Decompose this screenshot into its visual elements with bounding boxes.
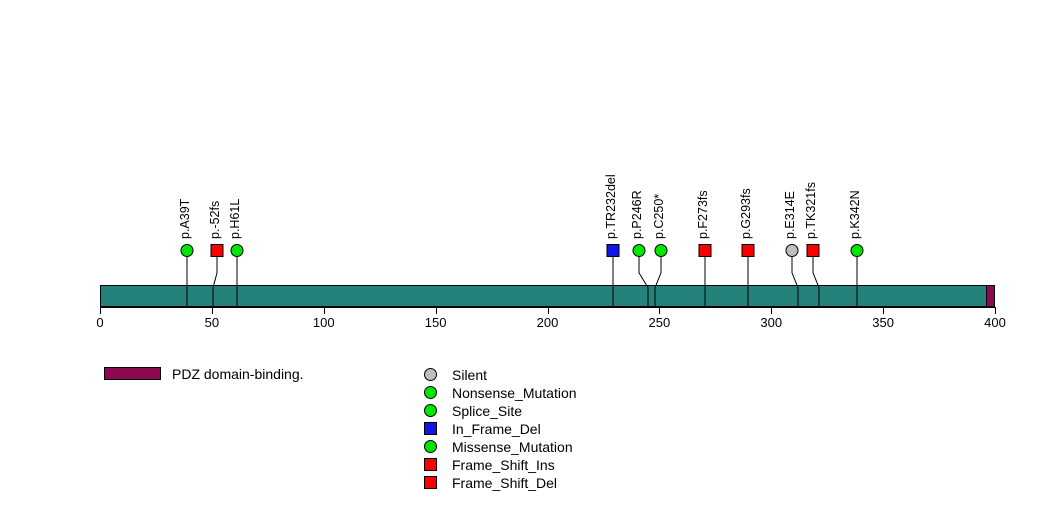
mutation-label: p.F273fs	[696, 190, 710, 239]
axis-tick-label: 150	[424, 315, 447, 330]
mutation-legend-label: Frame_Shift_Del	[452, 475, 558, 491]
axis-tick	[547, 307, 549, 314]
mutation-label: p.K342N	[848, 190, 862, 239]
lollipop-stem	[747, 256, 749, 307]
axis-tick	[435, 307, 437, 314]
axis-tick-label: 400	[984, 315, 1006, 330]
axis-tick	[883, 307, 885, 314]
mutation-marker[interactable]	[785, 244, 799, 257]
mutation-label: p.-52fs	[208, 200, 222, 239]
mutation-legend-label: In_Frame_Del	[452, 421, 541, 437]
mutation-marker[interactable]	[698, 244, 712, 257]
protein-domain-region	[986, 285, 995, 307]
mutation-label: p.A39T	[178, 198, 192, 239]
lollipop-stem	[856, 256, 858, 307]
mutation-legend-marker	[424, 458, 437, 471]
lollipop-stem	[612, 256, 614, 307]
mutation-marker[interactable]	[230, 244, 244, 257]
axis-tick	[211, 307, 213, 314]
mutation-label: p.TK321fs	[804, 182, 818, 239]
mutation-legend-label: Nonsense_Mutation	[452, 385, 577, 401]
lollipop-stem	[186, 256, 188, 307]
domain-legend-label: PDZ domain-binding.	[172, 366, 304, 382]
axis-tick	[323, 307, 325, 314]
mutation-legend-marker	[424, 368, 437, 381]
mutation-legend-label: Silent	[452, 367, 488, 383]
mutation-marker[interactable]	[210, 244, 224, 257]
lollipop-stem	[704, 256, 706, 307]
mutation-legend-marker	[424, 386, 437, 399]
mutation-legend-label: Splice_Site	[452, 403, 523, 419]
lollipop-stem	[812, 256, 820, 307]
mutation-legend-label: Missense_Mutation	[452, 439, 573, 455]
axis-tick-label: 350	[872, 315, 894, 330]
mutation-label: p.TR232del	[604, 174, 618, 239]
mutation-label: p.E314E	[783, 191, 797, 239]
mutation-marker[interactable]	[606, 244, 620, 257]
axis-tick-label: 50	[204, 315, 220, 330]
axis-tick-label: 0	[96, 315, 104, 330]
axis-tick	[659, 307, 661, 314]
lollipop-stem	[638, 256, 649, 307]
mutation-marker[interactable]	[632, 244, 646, 257]
mutation-label: p.G293fs	[739, 188, 753, 239]
axis-tick-label: 100	[312, 315, 335, 330]
lollipop-stem	[791, 256, 799, 307]
axis-tick	[995, 307, 996, 314]
mutation-legend-marker	[424, 422, 437, 435]
mutation-marker[interactable]	[180, 244, 194, 257]
axis-tick-label: 250	[648, 315, 671, 330]
mutation-legend-marker	[424, 404, 437, 417]
domain-legend-swatch	[104, 367, 161, 380]
mutation-marker[interactable]	[850, 244, 864, 257]
mutation-label: p.H61L	[228, 198, 242, 239]
mutation-marker[interactable]	[741, 244, 755, 257]
mutation-marker[interactable]	[806, 244, 820, 257]
mutation-label: p.P246R	[630, 190, 644, 239]
axis-tick	[771, 307, 773, 314]
lollipop-stem	[654, 256, 662, 307]
lollipop-stem	[236, 256, 238, 307]
lollipop-stem	[212, 256, 218, 307]
mutation-legend-marker	[424, 476, 437, 489]
axis-tick	[100, 307, 101, 314]
mutation-marker[interactable]	[654, 244, 668, 257]
mutation-legend-label: Frame_Shift_Ins	[452, 457, 555, 473]
mutation-label: p.C250*	[652, 193, 666, 239]
axis-tick-label: 200	[536, 315, 559, 330]
mutation-legend-marker	[424, 440, 437, 453]
axis-tick-label: 300	[760, 315, 783, 330]
